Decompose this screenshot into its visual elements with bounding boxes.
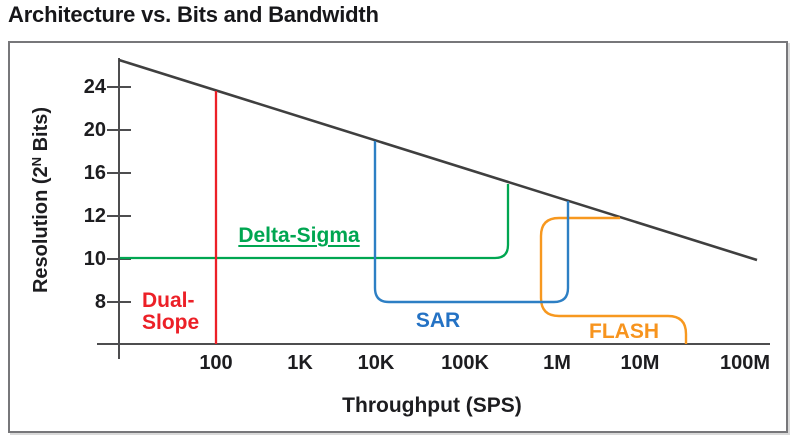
x-tick-label-1k: 1K	[287, 352, 313, 374]
x-tick-label-100: 100	[199, 352, 233, 374]
sar-label: SAR	[415, 309, 461, 332]
flash-label: FLASH	[589, 320, 659, 343]
y-tick-label-12: 12	[83, 205, 106, 227]
delta-sigma-label: Delta-Sigma	[238, 224, 360, 247]
y-tick-label-20: 20	[83, 119, 106, 141]
y-tick-label-16: 16	[83, 162, 106, 184]
x-tick-label-100k: 100K	[441, 352, 489, 374]
y-axis-title-sup: N	[29, 156, 44, 167]
tradeoff-line	[118, 58, 758, 262]
page-title: Architecture vs. Bits and Bandwidth	[8, 2, 379, 27]
y-tick-label-24: 24	[83, 76, 106, 98]
y-axis-title-post: Bits)	[30, 106, 52, 157]
x-tick-label-1m: 1M	[543, 352, 571, 374]
delta-sigma-curve	[120, 184, 510, 260]
x-tick-label-10m: 10M	[620, 352, 660, 374]
y-axis-title: Resolution (2N Bits)	[29, 60, 55, 340]
axes	[97, 58, 770, 359]
dual-slope-label: Dual- Slope	[142, 290, 199, 334]
chart-frame	[8, 41, 788, 433]
dual-slope-label-line2: Slope	[142, 311, 200, 334]
x-tick-label-100m: 100M	[719, 352, 771, 374]
x-axis-title: Throughput (SPS)	[342, 394, 522, 417]
dual-slope-label-line1: Dual-	[142, 289, 195, 312]
y-tick-label-10: 10	[83, 248, 106, 270]
flash-curve	[539, 216, 688, 344]
y-axis-title-pre: Resolution (2	[30, 166, 52, 294]
y-tick-marks	[107, 86, 131, 303]
sar-curve	[373, 141, 570, 304]
y-tick-label-8: 8	[94, 291, 106, 313]
x-tick-label-10k: 10K	[357, 352, 395, 374]
